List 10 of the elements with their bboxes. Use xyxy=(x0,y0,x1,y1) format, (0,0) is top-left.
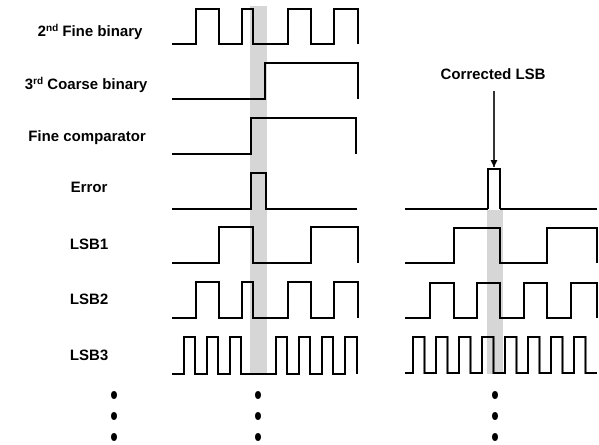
signal-label: Error xyxy=(70,179,108,196)
callout-label: Corrected LSB xyxy=(440,64,546,85)
signal-label: 3$^{rd}$ Coarse binary xyxy=(24,76,148,93)
error-pulse xyxy=(486,167,502,210)
arrow xyxy=(490,91,498,167)
signal-label: LSB3 xyxy=(70,347,108,364)
signal-label: LSB2 xyxy=(70,291,108,308)
signal-label: Fine comparator xyxy=(28,128,146,145)
signal-label: 2$^{nd}$ Fine binary xyxy=(38,23,142,40)
signal-label: LSB1 xyxy=(70,236,108,253)
